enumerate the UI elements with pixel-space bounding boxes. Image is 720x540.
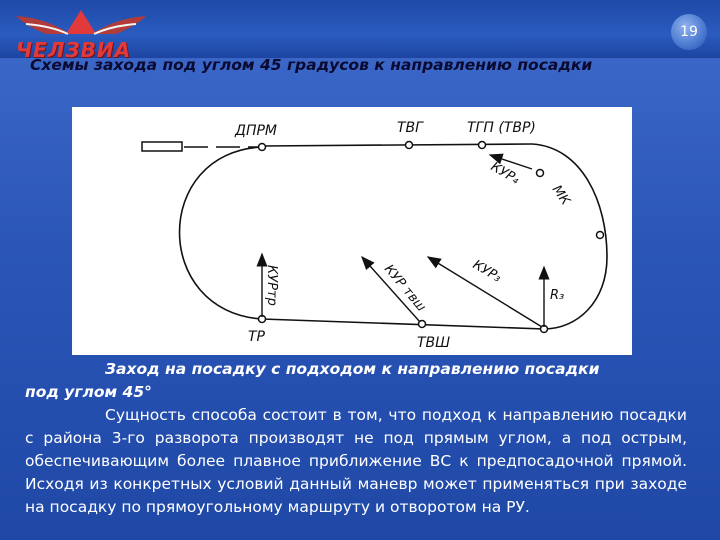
kur4-arrow: [488, 153, 533, 170]
label-kur-tr: КУРтр: [264, 265, 279, 306]
label-dprm: ДПРМ: [234, 123, 277, 139]
downwind-track: [261, 318, 545, 330]
approach-diagram: ДПРМ ТВГ ТГП (ТВР) КУР₄ МК КУРтр КУР твш…: [72, 107, 632, 355]
runway: [141, 141, 183, 152]
heading-line-1: Заход на посадку с подходом к направлени…: [105, 360, 600, 378]
label-tvg: ТВГ: [397, 120, 424, 136]
label-kur3: КУР₃: [470, 257, 504, 285]
page-number: 19: [671, 14, 707, 50]
point-right: [595, 230, 605, 240]
label-r3: R₃: [550, 288, 564, 303]
label-mk: МК: [549, 183, 573, 209]
label-tr: ТР: [248, 329, 266, 345]
page-title: Схемы захода под углом 45 градусов к нап…: [30, 56, 593, 74]
left-turn: [178, 146, 263, 320]
logo: ЧЕЛЗВИА: [6, 4, 156, 62]
point-mk: [535, 168, 545, 178]
kur3-arrow: [426, 256, 543, 328]
final-track: [261, 143, 533, 147]
section-heading: Заход на посадку с подходом к направлени…: [25, 358, 687, 404]
kur-tvsh-arrow: [361, 255, 421, 323]
point-dprm: [257, 142, 267, 152]
point-tgp: [477, 140, 487, 150]
wings-icon: [16, 10, 146, 35]
heading-line-2: под углом 45°: [25, 383, 152, 401]
right-turn: [531, 143, 608, 330]
point-tvsh: [417, 319, 427, 329]
body-text: Заход на посадку с подходом к направлени…: [25, 358, 687, 519]
approach-scheme: ДПРМ ТВГ ТГП (ТВР) КУР₄ МК КУРтр КУР твш…: [141, 120, 608, 351]
logo-text: ЧЕЛЗВИА: [16, 38, 132, 62]
label-tgp: ТГП (ТВР): [467, 120, 536, 136]
point-tvg: [404, 140, 414, 150]
label-kur-tvsh: КУР твш: [381, 262, 429, 315]
label-tvsh: ТВШ: [417, 335, 450, 351]
body-paragraph: Сущность способа состоит в том, что подх…: [25, 406, 687, 516]
